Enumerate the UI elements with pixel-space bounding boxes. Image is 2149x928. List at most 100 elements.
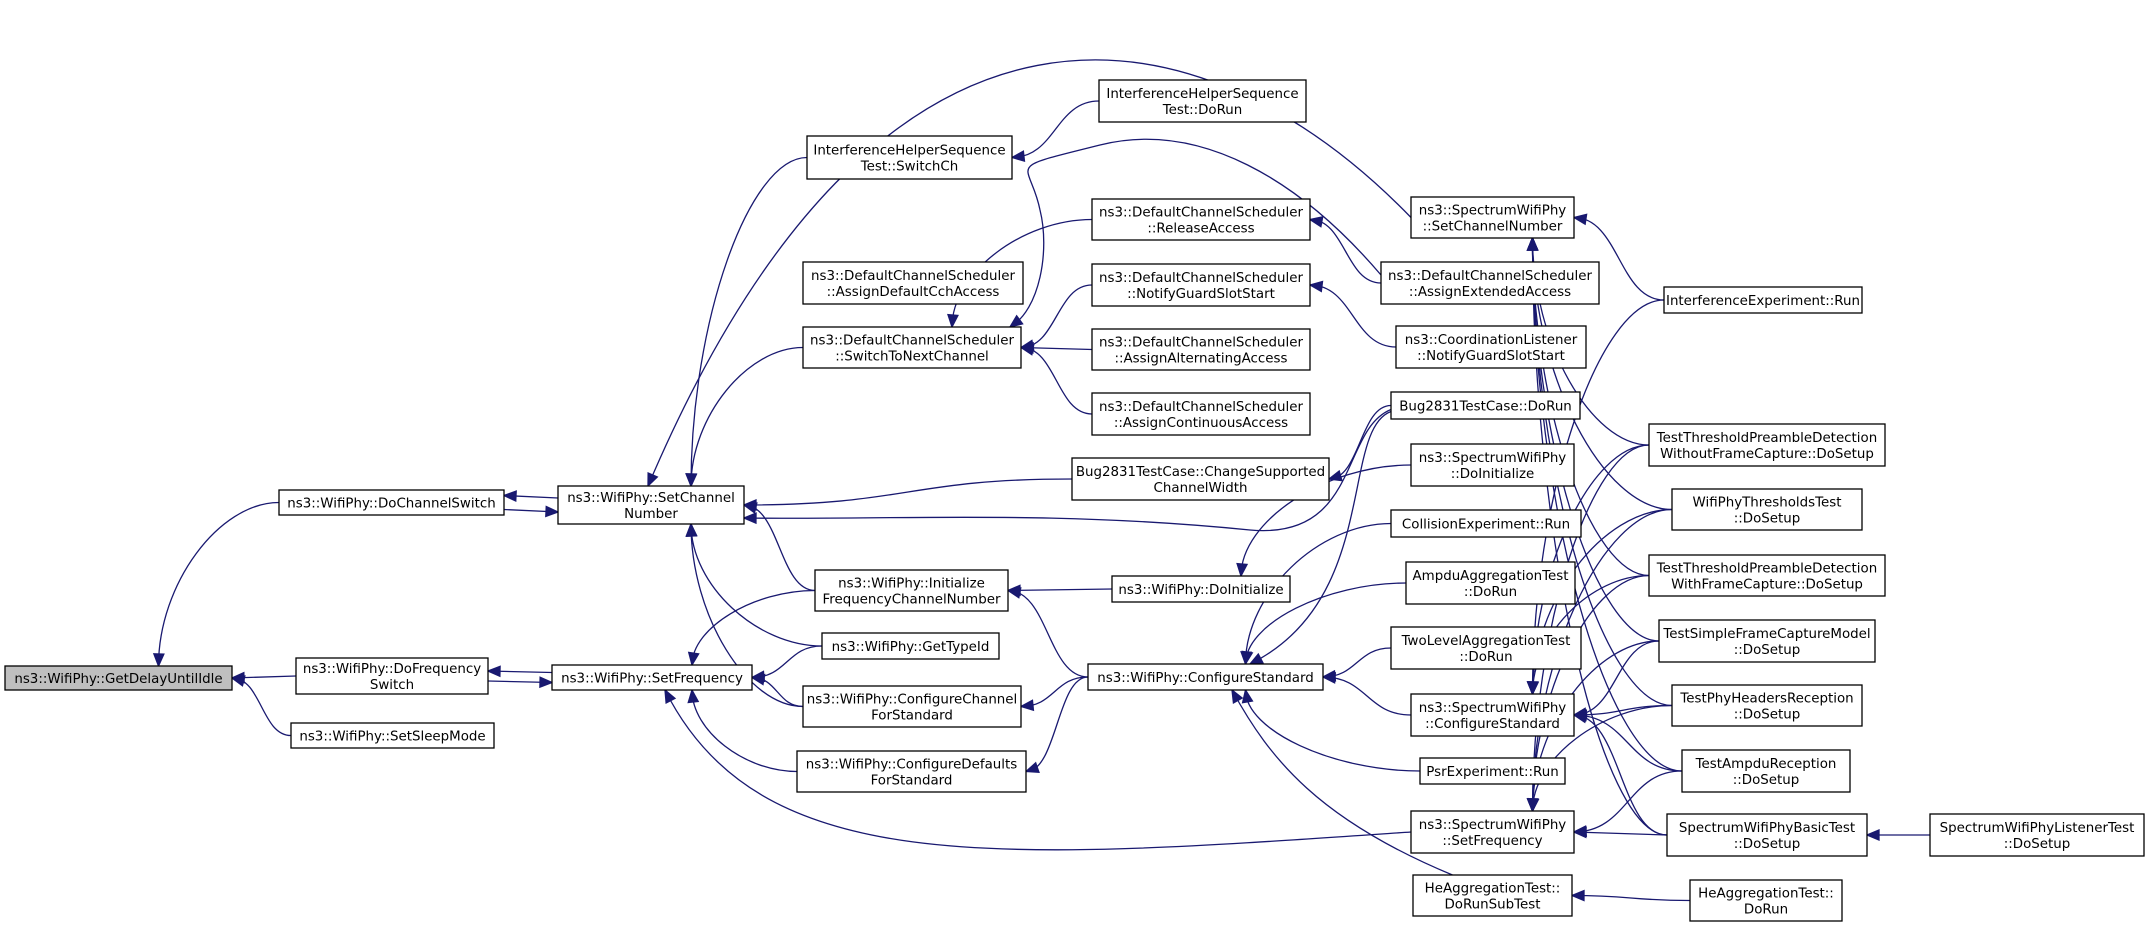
node-label: CollisionExperiment::Run xyxy=(1402,518,1570,533)
function-node[interactable]: ns3::WifiPhy::DoChannelSwitch xyxy=(278,489,505,516)
function-node[interactable]: ns3::DefaultChannelScheduler::ReleaseAcc… xyxy=(1091,198,1311,241)
node-box xyxy=(1091,263,1311,307)
function-node[interactable]: CollisionExperiment::Run xyxy=(1390,509,1582,538)
function-node[interactable]: ns3::SpectrumWifiPhy::ConfigureStandard xyxy=(1410,693,1575,737)
function-node[interactable]: ns3::WifiPhy::DoInitialize xyxy=(1111,575,1291,603)
edge-line xyxy=(1007,588,1113,592)
node-label: ::DoSetup xyxy=(1734,837,1801,852)
call-edge xyxy=(1248,410,1392,665)
edge-arrowhead xyxy=(1527,681,1540,696)
node-label: ns3::WifiPhy::DoFrequency xyxy=(303,662,481,677)
function-node[interactable]: ns3::WifiPhy::GetTypeId xyxy=(821,632,1000,660)
node-box xyxy=(1091,392,1311,436)
node-label: ::SetFrequency xyxy=(1442,834,1542,849)
edge-arrowhead xyxy=(1308,215,1324,228)
node-label: ::DoSetup xyxy=(2004,837,2071,852)
function-node[interactable]: ns3::DefaultChannelScheduler::NotifyGuar… xyxy=(1091,263,1311,307)
node-box xyxy=(1658,619,1876,663)
edge-line xyxy=(691,689,798,773)
edge-line xyxy=(231,677,292,737)
edge-line xyxy=(690,523,804,708)
node-box xyxy=(796,750,1027,793)
node-label: ns3::WifiPhy::ConfigureDefaults xyxy=(806,758,1017,773)
function-node[interactable]: ns3::DefaultChannelScheduler::AssignAlte… xyxy=(1091,328,1311,371)
function-node[interactable]: WifiPhyThresholdsTest::DoSetup xyxy=(1671,488,1863,531)
node-label: ::SetChannelNumber xyxy=(1423,220,1563,235)
function-node[interactable]: TestSimpleFrameCaptureModel::DoSetup xyxy=(1658,619,1876,663)
node-label: ::DoRun xyxy=(1459,650,1512,665)
edge-arrowhead xyxy=(1006,587,1022,599)
call-edge xyxy=(1572,709,1683,772)
function-node[interactable]: PsrExperiment::Run xyxy=(1419,757,1566,785)
call-edge xyxy=(1024,676,1089,773)
function-node[interactable]: SpectrumWifiPhyBasicTest::DoSetup xyxy=(1666,813,1868,857)
function-node[interactable]: ns3::DefaultChannelScheduler::SwitchToNe… xyxy=(802,326,1022,369)
function-node[interactable]: Bug2831TestCase::DoRun xyxy=(1390,391,1581,420)
function-node[interactable]: TestThresholdPreambleDetectionWithFrameC… xyxy=(1648,554,1886,597)
function-node[interactable]: ns3::SpectrumWifiPhy::SetChannelNumber xyxy=(1410,196,1575,239)
edge-line xyxy=(1531,444,1650,812)
function-node[interactable]: TestAmpduReception::DoSetup xyxy=(1681,749,1851,793)
function-node[interactable]: ns3::DefaultChannelScheduler::AssignDefa… xyxy=(802,261,1024,305)
function-node[interactable]: TwoLevelAggregationTest::DoRun xyxy=(1390,626,1582,670)
node-label: TestSimpleFrameCaptureModel xyxy=(1662,627,1870,642)
edge-line xyxy=(690,523,823,647)
edge-arrowhead xyxy=(1572,711,1588,724)
node-box xyxy=(1419,757,1566,785)
edge-line xyxy=(1244,522,1392,665)
function-node[interactable]: TestThresholdPreambleDetectionWithoutFra… xyxy=(1648,423,1886,467)
edge-line xyxy=(951,218,1093,328)
node-label: Number xyxy=(624,507,678,522)
call-edge xyxy=(1865,829,1930,841)
node-label: Bug2831TestCase::DoRun xyxy=(1399,400,1572,415)
edge-line xyxy=(1249,410,1392,665)
node-label: ::NotifyGuardSlotStart xyxy=(1127,287,1275,302)
edge-arrowhead xyxy=(742,502,758,514)
node-box xyxy=(802,685,1022,728)
edge-arrowhead xyxy=(1010,150,1026,163)
call-edge xyxy=(742,408,1392,532)
function-node[interactable]: ns3::SpectrumWifiPhy::DoInitialize xyxy=(1410,443,1575,487)
call-edge xyxy=(1019,344,1093,415)
edge-arrowhead xyxy=(502,490,517,503)
function-node[interactable]: ns3::CoordinationListener::NotifyGuardSl… xyxy=(1395,325,1587,369)
function-node[interactable]: ns3::DefaultChannelScheduler::AssignExte… xyxy=(1380,261,1600,305)
function-node[interactable]: ns3::DefaultChannelScheduler::AssignCont… xyxy=(1091,392,1311,436)
edge-arrowhead xyxy=(687,651,700,667)
function-node[interactable]: ns3::WifiPhy::ConfigureDefaultsForStanda… xyxy=(796,750,1027,793)
edge-arrowhead xyxy=(1865,829,1880,841)
node-label: Test::DoRun xyxy=(1162,103,1243,118)
edge-line xyxy=(1531,704,1673,812)
function-node[interactable]: ns3::WifiPhy::SetChannelNumber xyxy=(557,485,745,525)
node-label: AmpduAggregationTest xyxy=(1412,569,1568,584)
function-node[interactable]: ns3::WifiPhy::ConfigureChannelForStandar… xyxy=(802,685,1022,728)
call-edge xyxy=(687,688,798,773)
node-label: ::DoSetup xyxy=(1733,773,1800,788)
node-label: ChannelWidth xyxy=(1154,481,1248,496)
function-node[interactable]: AmpduAggregationTest::DoRun xyxy=(1405,561,1576,605)
function-node[interactable]: TestPhyHeadersReception::DoSetup xyxy=(1671,684,1863,727)
node-label: SpectrumWifiPhyBasicTest xyxy=(1679,821,1855,836)
call-edge xyxy=(1019,284,1093,352)
function-node[interactable]: ns3::WifiPhy::SetSleepMode xyxy=(290,722,495,749)
function-node[interactable]: InterferenceExperiment::Run xyxy=(1663,286,1863,314)
node-box xyxy=(290,722,495,749)
function-node[interactable]: HeAggregationTest::DoRunSubTest xyxy=(1412,874,1573,917)
node-label: WithoutFrameCapture::DoSetup xyxy=(1660,447,1874,462)
function-node[interactable]: ns3::WifiPhy::ConfigureStandard xyxy=(1087,663,1324,691)
node-label: ::DoSetup xyxy=(1734,512,1801,527)
node-label: DoRunSubTest xyxy=(1444,898,1540,913)
function-node[interactable]: ns3::SpectrumWifiPhy::SetFrequency xyxy=(1410,810,1575,854)
function-node[interactable]: ns3::WifiPhy::InitializeFrequencyChannel… xyxy=(814,569,1009,612)
function-node[interactable]: Bug2831TestCase::ChangeSupportedChannelW… xyxy=(1071,457,1330,501)
function-node[interactable]: SpectrumWifiPhyListenerTest::DoSetup xyxy=(1929,813,2145,857)
function-node[interactable]: ns3::WifiPhy::SetFrequency xyxy=(551,664,753,691)
function-node[interactable]: HeAggregationTest::DoRun xyxy=(1689,879,1843,922)
call-edge xyxy=(1231,688,1453,876)
node-box xyxy=(1390,626,1582,670)
node-label: ::NotifyGuardSlotStart xyxy=(1417,349,1565,364)
node-box xyxy=(4,665,233,691)
